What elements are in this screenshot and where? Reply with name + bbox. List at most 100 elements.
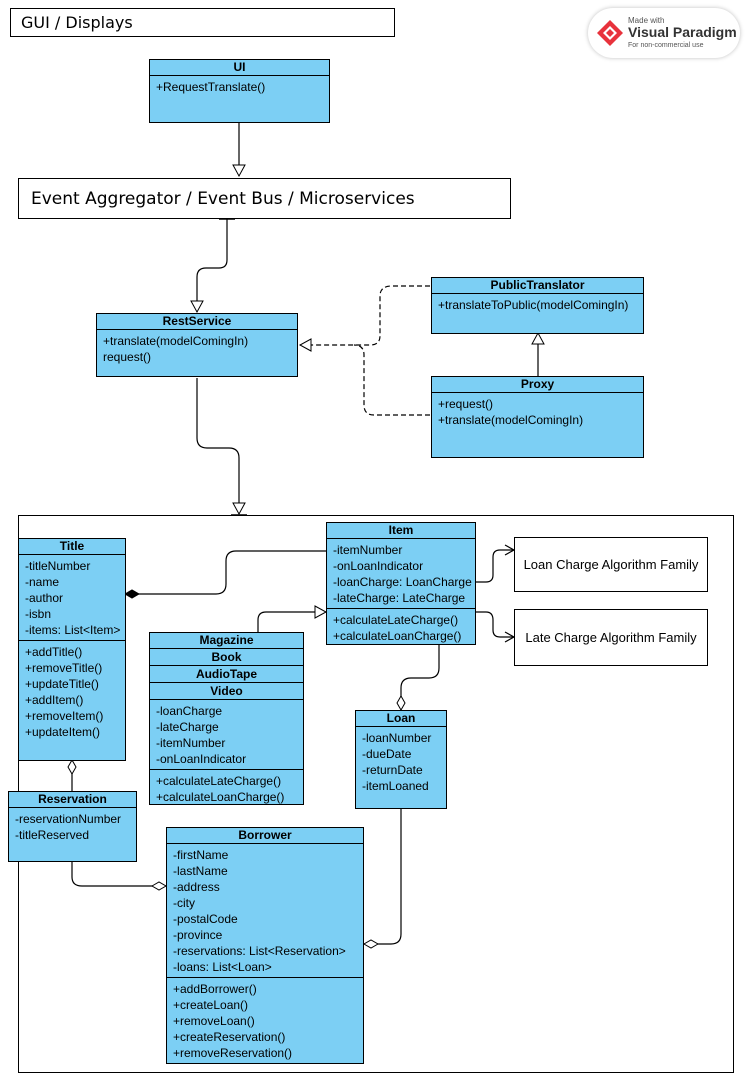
class-proxy-name: Proxy [432, 377, 643, 393]
class-reservation[interactable]: Reservation -reservationNumber -titleRes… [8, 791, 137, 862]
loan-charge-algorithm-note[interactable]: Loan Charge Algorithm Family [514, 537, 708, 592]
class-loan-attributes: -loanNumber -dueDate -returnDate -itemLo… [356, 727, 446, 796]
class-proxy[interactable]: Proxy +request() +translate(modelComingI… [431, 376, 644, 458]
reservation-to-borrower-aggregation [71, 862, 168, 891]
class-borrower-attribute: -reservations: List<Reservation> [173, 944, 346, 958]
class-loan-attribute: -itemLoaned [362, 779, 429, 793]
event-bus-frame: Event Aggregator / Event Bus / Microserv… [18, 178, 511, 219]
item-to-loancharge-link [476, 544, 516, 583]
class-public-translator[interactable]: PublicTranslator +translateToPublic(mode… [431, 277, 644, 334]
gui-displays-frame: GUI / Displays [10, 8, 395, 37]
class-reservation-attribute: -reservationNumber [15, 812, 122, 826]
class-title-operation: +removeItem() [25, 709, 104, 723]
gui-displays-title: GUI / Displays [21, 13, 133, 32]
class-item-attribute: -itemNumber [333, 543, 403, 557]
logo-made-with: Made with [628, 16, 665, 25]
class-media-attribute: -itemNumber [156, 736, 226, 750]
class-title-attribute: -items: List<Item> [25, 623, 121, 637]
class-title-attribute: -titleNumber [25, 559, 91, 573]
class-media-attribute: -onLoanIndicator [156, 752, 247, 766]
class-loan-name: Loan [356, 711, 446, 727]
class-public-translator-name: PublicTranslator [432, 278, 643, 294]
class-rest-service-operation: request() [103, 350, 152, 364]
media-to-item-generalization [257, 605, 328, 632]
class-borrower-attribute: -firstName [173, 848, 229, 862]
class-proxy-operation: +translate(modelComingIn) [438, 413, 584, 427]
visual-paradigm-logo: Made with Visual Paradigm For non-commer… [588, 8, 740, 58]
item-to-title-composition [123, 550, 326, 599]
late-charge-algorithm-note[interactable]: Late Charge Algorithm Family [514, 609, 708, 666]
class-title-attribute: -isbn [25, 607, 52, 621]
class-item-attributes: -itemNumber -onLoanIndicator -loanCharge… [327, 539, 475, 608]
class-media-items[interactable]: Magazine Book AudioTape Video -loanCharg… [149, 632, 304, 805]
class-borrower-operation: +removeReservation() [173, 1046, 293, 1060]
bus-to-rest-link [190, 219, 228, 314]
class-borrower-attribute: -postalCode [173, 912, 238, 926]
class-item-operations: +calculateLateCharge() +calculateLoanCha… [327, 608, 475, 646]
class-magazine-name: Magazine [150, 633, 303, 649]
rest-to-package-link [196, 378, 246, 516]
class-item-name: Item [327, 523, 475, 539]
class-borrower-operations: +addBorrower() +createLoan() +removeLoan… [167, 977, 363, 1063]
class-title-operation: +addItem() [25, 693, 84, 707]
class-title-operations: +addTitle() +removeTitle() +updateTitle(… [19, 640, 125, 742]
class-media-operation: +calculateLoanCharge() [156, 790, 285, 804]
class-item-attribute: -lateCharge: LateCharge [333, 591, 466, 605]
class-loan-attribute: -dueDate [362, 747, 412, 761]
class-public-translator-operations: +translateToPublic(modelComingIn) [432, 294, 643, 315]
class-rest-service-name: RestService [97, 314, 297, 330]
class-rest-service[interactable]: RestService +translate(modelComingIn) re… [96, 313, 298, 377]
event-bus-title: Event Aggregator / Event Bus / Microserv… [31, 189, 415, 209]
class-media-attributes: -loanCharge -lateCharge -itemNumber -onL… [150, 700, 303, 769]
class-title-attribute: -author [25, 591, 64, 605]
class-title-operation: +updateItem() [25, 725, 101, 739]
class-borrower-attribute: -lastName [173, 864, 228, 878]
class-title[interactable]: Title -titleNumber -name -author -isbn -… [18, 538, 126, 761]
class-media-operation: +calculateLateCharge() [156, 774, 282, 788]
class-borrower-attribute: -city [173, 896, 195, 910]
class-title-attribute: -name [25, 575, 60, 589]
class-borrower-attribute: -province [173, 928, 223, 942]
item-to-latecharge-link [476, 611, 516, 643]
class-ui[interactable]: UI +RequestTranslate() [149, 59, 330, 123]
class-item-operation: +calculateLoanCharge() [333, 629, 462, 643]
class-item-attribute: -loanCharge: LoanCharge [333, 575, 472, 589]
class-borrower-attribute: -loans: List<Loan> [173, 960, 272, 974]
class-borrower[interactable]: Borrower -firstName -lastName -address -… [166, 827, 364, 1064]
class-loan-attribute: -loanNumber [362, 731, 432, 745]
proxy-to-rest-realization [353, 344, 430, 416]
class-title-operation: +removeTitle() [25, 661, 103, 675]
class-public-translator-operation: +translateToPublic(modelComingIn) [438, 298, 629, 312]
class-ui-name: UI [150, 60, 329, 76]
class-borrower-attributes: -firstName -lastName -address -city -pos… [167, 844, 363, 977]
class-ui-operation: +RequestTranslate() [156, 80, 266, 94]
class-proxy-operation: +request() [438, 397, 494, 411]
class-loan-attribute: -returnDate [362, 763, 423, 777]
class-audiotape-name: AudioTape [150, 666, 303, 683]
item-to-loan-aggregation [396, 645, 440, 712]
class-borrower-operation: +addBorrower() [173, 982, 257, 996]
class-borrower-name: Borrower [167, 828, 363, 844]
class-title-operation: +updateTitle() [25, 677, 99, 691]
class-media-attribute: -loanCharge [156, 704, 223, 718]
class-proxy-operations: +request() +translate(modelComingIn) [432, 393, 643, 430]
loan-to-borrower-aggregation [362, 809, 402, 949]
class-reservation-attribute: -titleReserved [15, 828, 90, 842]
class-rest-service-operations: +translate(modelComingIn) request() [97, 330, 297, 367]
visual-paradigm-logo-icon [597, 20, 623, 46]
class-reservation-attributes: -reservationNumber -titleReserved [9, 808, 136, 845]
class-loan[interactable]: Loan -loanNumber -dueDate -returnDate -i… [355, 710, 447, 809]
class-media-attribute: -lateCharge [156, 720, 219, 734]
class-item[interactable]: Item -itemNumber -onLoanIndicator -loanC… [326, 522, 476, 645]
class-media-operations: +calculateLateCharge() +calculateLoanCha… [150, 769, 303, 807]
class-reservation-name: Reservation [9, 792, 136, 808]
class-book-name: Book [150, 649, 303, 666]
class-rest-service-operation: +translate(modelComingIn) [103, 334, 249, 348]
class-title-operation: +addTitle() [25, 645, 83, 659]
class-item-attribute: -onLoanIndicator [333, 559, 424, 573]
public-to-rest-realization [298, 285, 430, 352]
class-title-name: Title [19, 539, 125, 555]
class-borrower-attribute: -address [173, 880, 220, 894]
class-borrower-operation: +removeLoan() [173, 1014, 255, 1028]
